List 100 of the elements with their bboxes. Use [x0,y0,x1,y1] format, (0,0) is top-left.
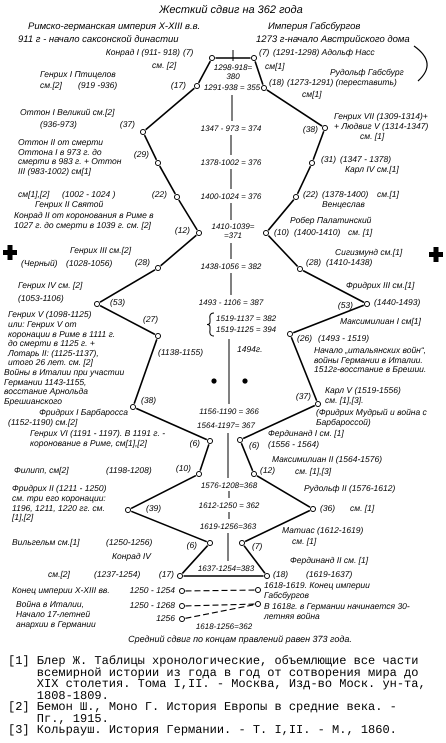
annotation-text: Рудольф II (1576-1612) [304,484,396,494]
annotation-text: Оттон I Великий см.[2] [20,108,115,118]
vertex-point [155,160,161,166]
annotation-text: Конец империи X-XIII вв. [12,586,110,596]
duration-label: (38) [302,125,318,134]
vertex-point [255,601,261,607]
annotation-text: Генрих III см.[2] [70,246,132,256]
calculation-text: 1347 - 973 = 374 [200,124,262,133]
connector-line [266,89,323,127]
connector-line [216,57,250,59]
calculation-text: 1618-1256=362 [196,622,252,631]
connector-line [100,304,156,336]
annotation-text: (1237-1254) [94,570,140,580]
vertex-point [196,230,202,236]
vertex-point [293,194,299,200]
annotation-text: (1273-1291) (переставить) [287,78,397,88]
vertex-point [207,540,213,546]
vertex-point [179,616,185,622]
duration-label: (22) [152,190,167,200]
connector-line [268,235,298,267]
connector-line [145,88,195,130]
duration-label: (29) [134,150,149,160]
vertex-point [130,404,136,410]
annotation-text: Оттон II от смерти Оттона I в 973 г. до смерти в 983 г. + Оттон III (983-1002) см[1] [18,138,122,176]
connector-line [290,336,318,402]
duration-label: (18) [269,78,284,88]
annotation-text: (Фридрих Мудрый и война с Барбароссой) [316,408,428,427]
annotation-text: Начало 17-летней анархии в Германии [16,610,97,629]
annotation-text: (1410-1438) [326,258,372,268]
connector-line [160,234,197,266]
vertex-point [174,194,180,200]
annotation-text: см. [2] [152,61,176,70]
note-text: Войны в Италии при участии Германии 1143-1155, восстание Арнольда Брешианского [4,368,126,406]
date-text: 1494г. [237,345,262,354]
annotation-text: Фердинанд II см. [1] [290,556,368,566]
annotation-text: Максимилиан I см[1] [340,317,421,326]
vertex-point [364,301,370,307]
annotation-text: Фридрих II (1211 - 1250) [12,484,106,494]
connector-line [182,545,208,574]
calculation-text: 1291-938 = 355 [204,83,260,92]
duration-label: (31) [321,155,336,164]
duration-label: (22) [303,190,318,200]
vertex-point [263,230,269,236]
duration-label: (37) [296,392,311,402]
annotation-text: см. [1] [348,228,372,238]
annotation-text: Робер Палатинский [290,216,372,226]
annotation-text: (1440-1493) [374,298,420,308]
connector-line [268,199,294,231]
calculation-text: 1493 - 1106 = 387 [198,298,264,307]
duration-label: (17) [158,570,174,580]
vertex-point [140,129,146,135]
annotation-text: см. [1] [360,132,384,142]
annotation-text: Рудольф Габсбург [330,68,404,78]
annotation-text: (1347 - 1378) [340,155,392,164]
vertex-point [264,573,270,579]
dashed-connector [185,604,255,619]
calculation-text: 1519-1137 = 382 [216,314,276,323]
calculation-text: 1378-1002 = 376 [200,158,262,167]
annotation-text: (936-973) [40,120,77,130]
calculation-text: 1612-1250 = 362 [198,501,260,510]
annotation-text: Начало „итальянских войн“, войны Германии в Италии. 1512г-восстание в Брешии. [314,346,428,374]
annotation-text: (1152-1190) см.[2] [8,418,78,428]
connector-line [133,339,158,404]
annotation-text: Фридрих III см.[1] [346,281,414,290]
heading-text: 1273 г-начало Австрийского дома [256,34,410,45]
diagram-title: Жесткий сдвиг на 362 года [159,4,303,16]
vertex-point [125,507,131,513]
connector-line [244,510,310,542]
annotation-text: (Черный) [21,259,58,268]
annotation-text: + Людвиг V (1314-1347) [334,122,428,132]
annotation-text: Генрих V (1098-1125) [8,310,92,320]
annotation-text: 1256 [156,614,175,624]
duration-label: (10) [176,464,191,474]
connector-line [240,442,254,472]
duration-label: (7) [259,48,270,58]
duration-label: (6) [190,439,200,448]
vertex-point [237,437,243,443]
annotation-text: 1250 - 1254 [130,586,175,596]
reference-entry: [1] Блер Ж. Таблицы хронологические, объемлющие все части всемирной истории из года в год от сотворения мира до XIX столетия. Тома I,II. - Москва, Изд-во Моск. ун-та, 1808-1809. [8,656,427,702]
vertex-point [287,331,293,337]
connector-line [312,131,325,160]
duration-label: (53) [338,301,353,310]
dashed-connector [185,604,255,606]
connector-line [159,166,176,194]
annotation-text: см. [1] [350,504,374,514]
calculation-text: 1400-1024 = 376 [200,192,262,201]
heading-text: Римско-германская империя X-XIII в.в. [28,21,200,32]
calculation-text: 1519-1125 = 394 [216,325,276,334]
annotation-text: Генрих VI (1191 - 1197). В 1191 г. - коронование в Риме, см[1],[2] [30,429,166,448]
vertex-point [207,438,213,444]
annotation-text: Венцеслав [322,200,365,210]
calculation-text: 1637-1254=383 [198,564,254,573]
annotation-text: или: Генрих V от коронации в Риме в 1111 г. до смерти в 1125 г. + Лотарь II: (1125-1137), итого 26 лет. см. [2] [8,320,116,368]
connector-line [254,61,264,85]
connector-line [130,510,208,542]
dashed-connector [186,590,254,592]
vertex-point [255,587,261,593]
duration-label: (28) [306,258,322,268]
reference-entry: [3] Кольрауш. История Германии. - Т. I,II. - М., 1860. [8,725,398,736]
duration-label: (17) [170,81,186,90]
